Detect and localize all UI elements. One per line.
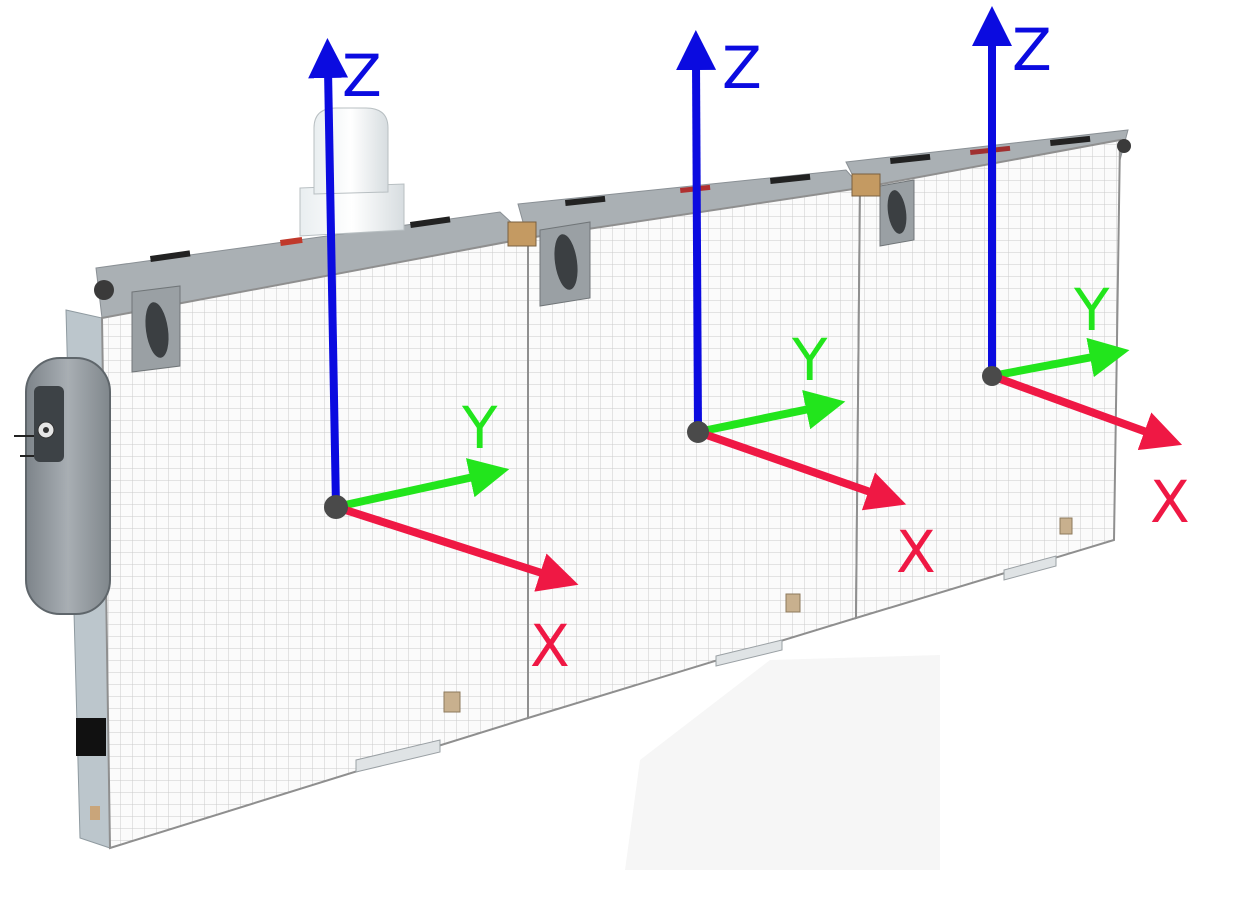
coordinate-frame-3: Z Y X [972, 6, 1190, 536]
z-label-3: Z [1012, 16, 1052, 84]
origin-3 [982, 366, 1002, 386]
z-axis-1 [308, 38, 349, 508]
y-label-1: Y [461, 394, 498, 462]
coordinate-frame-2: Z Y X [676, 30, 936, 586]
side-corner-pad [90, 806, 100, 820]
x-axis-2 [696, 428, 907, 511]
x-label-3: X [1150, 468, 1190, 536]
bottom-pads [355, 517, 1073, 773]
z-label-2: Z [722, 34, 762, 102]
y-label-2: Y [791, 326, 828, 394]
x-label-1: X [530, 612, 570, 680]
coordinate-frame-1: Z Y X [308, 38, 579, 680]
x-axis-3 [990, 372, 1183, 451]
side-black-band [76, 718, 106, 756]
cable-cap-icon [299, 107, 405, 237]
origin-1 [324, 495, 348, 519]
mounting-slot-icon [131, 179, 915, 373]
cable-connector-box-icon [14, 357, 111, 615]
x-axis-1 [334, 503, 579, 592]
rail-details [150, 135, 1091, 262]
y-axis-1 [335, 458, 510, 511]
x-label-2: X [896, 518, 936, 586]
y-axis-3 [991, 337, 1130, 380]
y-axis-2 [697, 390, 846, 436]
origin-2 [687, 421, 709, 443]
y-label-3: Y [1073, 276, 1110, 344]
z-axis-2 [676, 30, 717, 433]
corner-connectors [94, 139, 1131, 300]
floor-shadow [625, 655, 940, 870]
z-label-1: Z [342, 42, 382, 110]
